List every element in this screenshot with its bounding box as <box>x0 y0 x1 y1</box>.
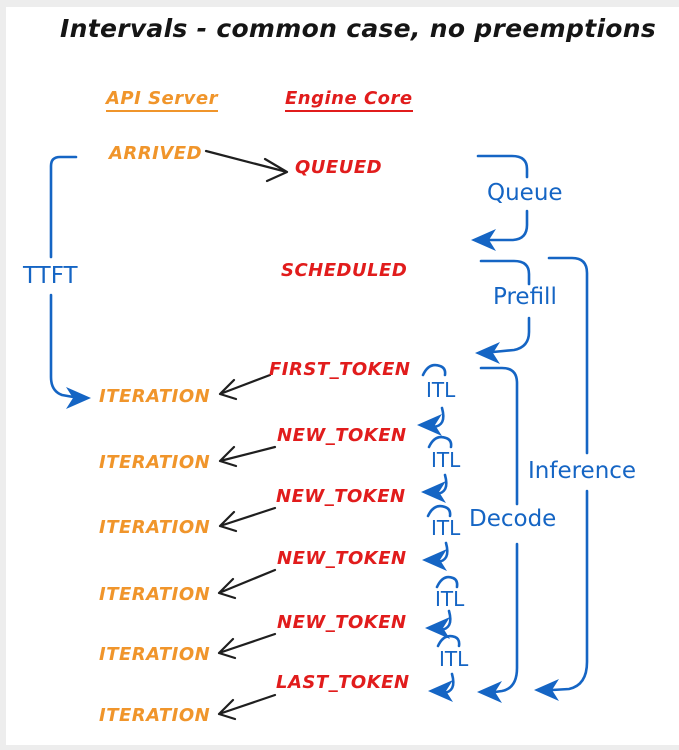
itl-group-1 <box>417 363 447 436</box>
event-arrived: ARRIVED <box>109 143 203 164</box>
event-scheduled: SCHEDULED <box>281 260 408 281</box>
frame-top <box>0 0 679 7</box>
itl-arrowhead-icon <box>422 549 447 571</box>
event-queued: QUEUED <box>295 157 383 178</box>
event-iteration: ITERATION <box>99 452 211 473</box>
interval-label-ttft: TTFT <box>23 263 78 289</box>
ttft-arrowhead-icon <box>66 387 91 409</box>
interval-label-itl: ITL <box>435 587 465 611</box>
arrow-last-token-to-iteration <box>217 693 277 721</box>
inference-bracket <box>534 256 589 701</box>
itl-start-arc-icon <box>426 504 452 518</box>
itl-group-4 <box>425 575 459 639</box>
itl-arrowhead-icon <box>421 481 446 503</box>
itl-group-5 <box>428 634 461 702</box>
interval-label-itl: ITL <box>426 378 456 402</box>
interval-label-prefill: Prefill <box>493 284 557 310</box>
queue-bracket <box>471 154 529 251</box>
arrow-new-token-to-iteration <box>218 445 277 468</box>
event-new-token: NEW_TOKEN <box>277 425 407 446</box>
frame-left <box>0 0 6 750</box>
itl-arrowhead-icon <box>417 414 442 436</box>
decode-bracket <box>477 366 519 703</box>
arrow-new-token-to-iteration <box>217 568 277 600</box>
event-iteration: ITERATION <box>99 705 211 726</box>
itl-start-arc-icon <box>421 363 447 377</box>
itl-start-arc-icon <box>436 634 461 648</box>
event-new-token: NEW_TOKEN <box>277 548 407 569</box>
itl-start-arc-icon <box>427 435 453 449</box>
arrow-arrived-to-queued <box>204 149 289 183</box>
interval-label-itl: ITL <box>431 516 461 540</box>
event-new-token: NEW_TOKEN <box>277 612 407 633</box>
itl-start-arc-icon <box>435 575 459 589</box>
ttft-bracket <box>49 155 91 409</box>
column-header-engine-core: Engine Core <box>285 89 413 112</box>
queue-arrowhead-icon <box>471 229 496 251</box>
itl-arrowhead-icon <box>425 617 450 639</box>
event-first-token: FIRST_TOKEN <box>269 359 411 380</box>
event-iteration: ITERATION <box>99 644 211 665</box>
interval-label-queue: Queue <box>487 180 563 206</box>
arrow-first-token-to-iteration <box>218 373 272 401</box>
interval-label-inference: Inference <box>528 458 637 484</box>
event-iteration: ITERATION <box>99 584 211 605</box>
diagram-title: Intervals - common case, no preemptions <box>60 14 657 43</box>
event-last-token: LAST_TOKEN <box>276 672 410 693</box>
column-header-api-server: API Server <box>106 89 218 112</box>
frame-bottom <box>0 745 679 750</box>
arrow-new-token-to-iteration <box>217 632 277 660</box>
event-iteration: ITERATION <box>99 386 211 407</box>
interval-label-decode: Decode <box>469 506 557 532</box>
itl-arrowhead-icon <box>428 680 453 702</box>
interval-label-itl: ITL <box>439 647 469 671</box>
decode-arrowhead-icon <box>477 681 502 703</box>
interval-label-itl: ITL <box>431 448 461 472</box>
prefill-arrowhead-icon <box>475 342 500 364</box>
event-iteration: ITERATION <box>99 517 211 538</box>
event-new-token: NEW_TOKEN <box>276 486 406 507</box>
itl-group-2 <box>421 435 453 503</box>
arrow-new-token-to-iteration <box>218 506 277 533</box>
itl-group-3 <box>422 504 452 571</box>
prefill-bracket <box>475 259 531 364</box>
inference-arrowhead-icon <box>534 679 559 701</box>
